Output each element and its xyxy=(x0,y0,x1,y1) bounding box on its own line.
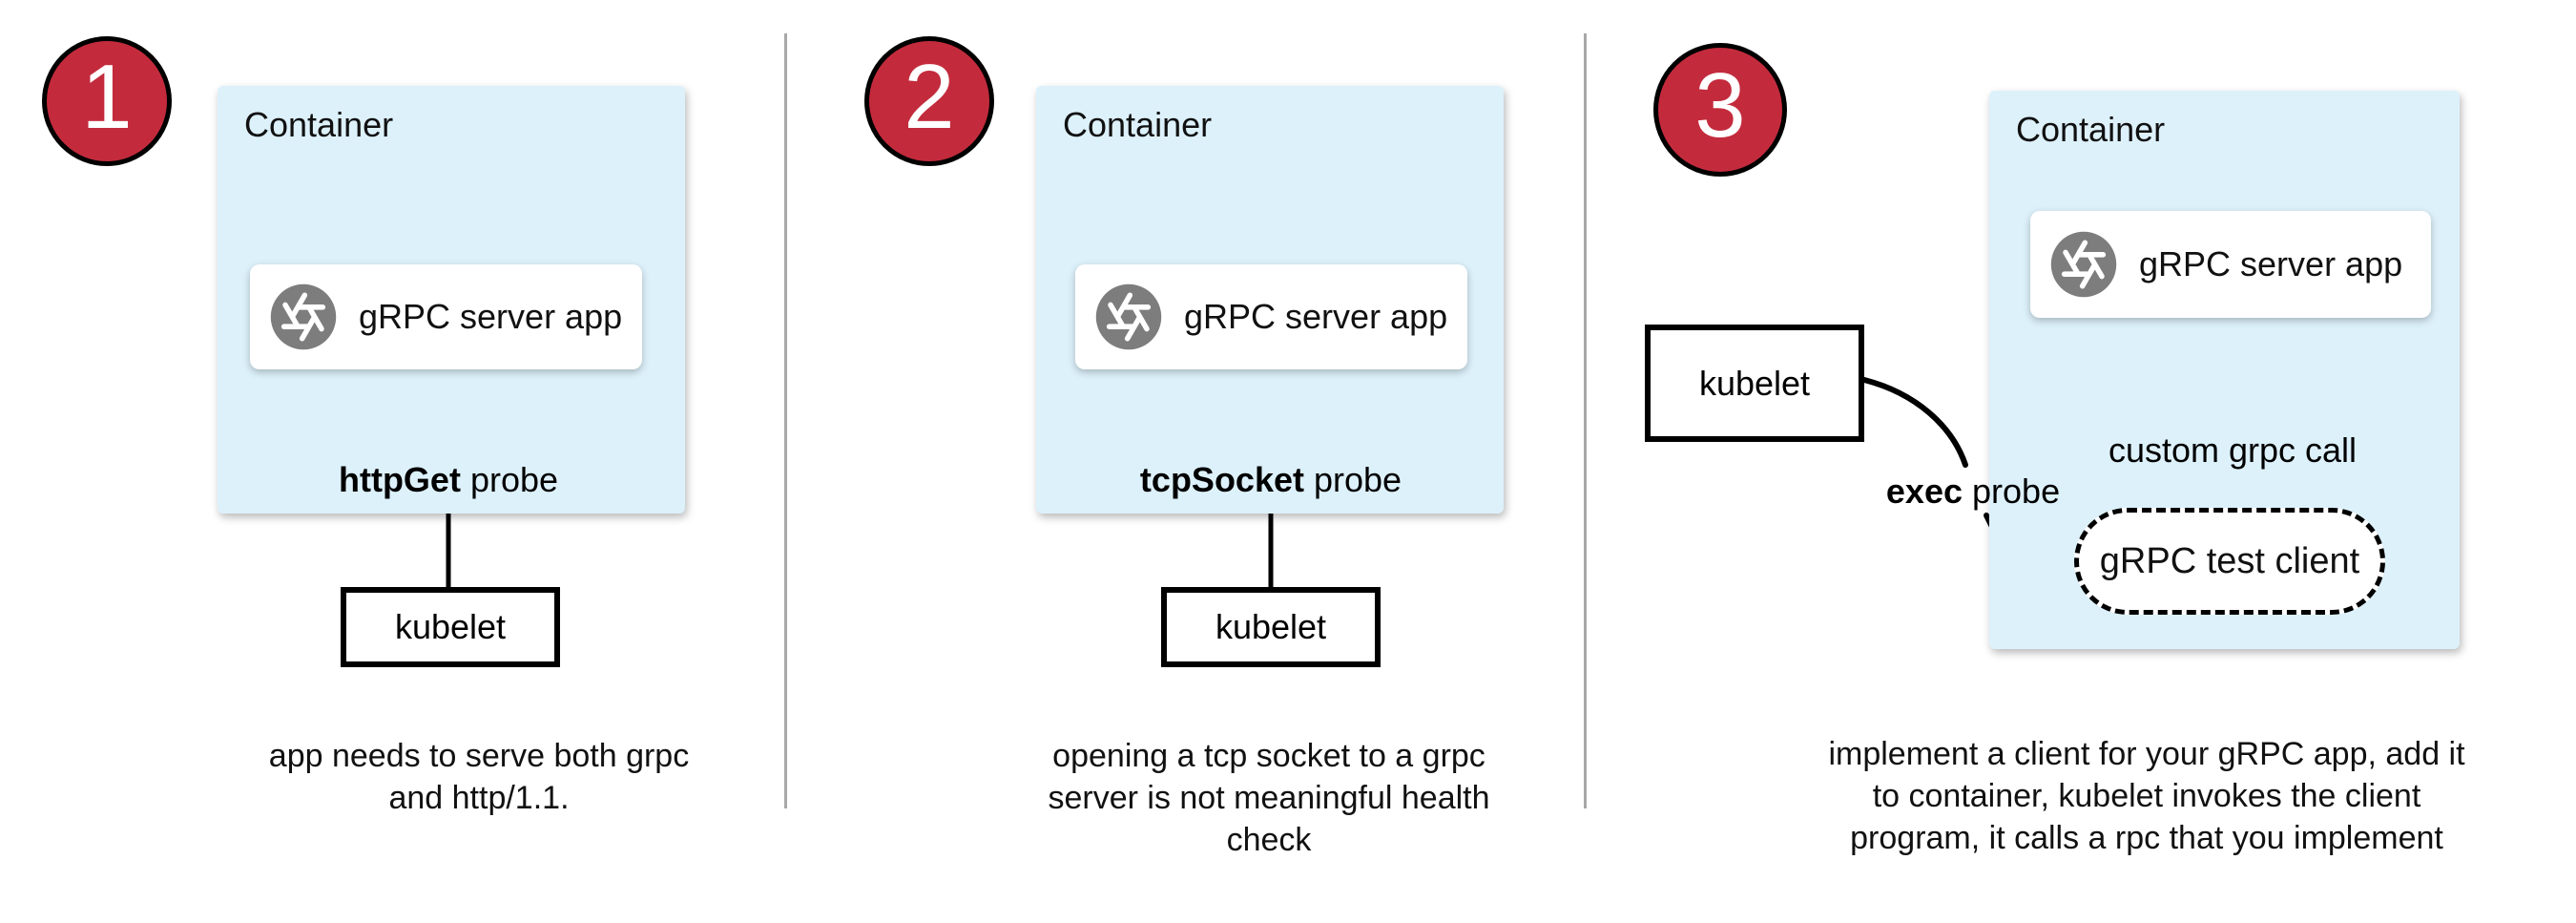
container-label-3: Container xyxy=(2016,110,2166,149)
grpc-server-label-2: gRPC server app xyxy=(1184,297,1448,336)
kubelet-box-1: kubelet xyxy=(341,587,560,667)
probe-label-bold: exec xyxy=(1885,472,1963,511)
caption-line: opening a tcp socket to a grpc xyxy=(1052,738,1485,774)
caption-line: implement a client for your gRPC app, ad… xyxy=(1828,736,2465,772)
aperture-icon xyxy=(1095,283,1162,350)
probe-label-rest: probe xyxy=(1963,472,2061,511)
aperture-icon xyxy=(2050,231,2117,298)
caption-2: opening a tcp socket to a grpc server is… xyxy=(1048,735,1489,861)
custom-call-label: custom grpc call xyxy=(2108,430,2358,470)
container-label-2: Container xyxy=(1063,105,1213,144)
caption-line: to container, kubelet invokes the client xyxy=(1872,778,2421,814)
caption-1: app needs to serve both grpc and http/1.… xyxy=(269,735,689,819)
kubelet-box-2: kubelet xyxy=(1161,587,1381,667)
grpc-server-label-1: gRPC server app xyxy=(359,297,623,336)
step-badge-3: 3 xyxy=(1653,43,1787,177)
panel-divider-1 xyxy=(784,33,787,808)
grpc-server-card-1: gRPC server app xyxy=(250,264,642,369)
kubelet-label-3: kubelet xyxy=(1698,363,1811,403)
test-client-label: gRPC test client xyxy=(2099,540,2360,581)
panel-divider-2 xyxy=(1584,33,1587,808)
grpc-server-card-3: gRPC server app xyxy=(2030,211,2431,318)
caption-line: check xyxy=(1226,822,1312,858)
step-number: 3 xyxy=(1694,54,1746,157)
probe-label-bold: tcpSocket xyxy=(1139,460,1304,499)
exec-probe-label: exec probe xyxy=(1886,472,2060,512)
probe-label-1: httpGet probe xyxy=(339,460,558,500)
step-badge-2: 2 xyxy=(864,36,994,166)
container-label-1: Container xyxy=(244,105,394,144)
probe-label-2: tcpSocket probe xyxy=(1140,460,1402,500)
caption-line: and http/1.1. xyxy=(388,780,570,816)
aperture-icon xyxy=(270,283,337,350)
grpc-server-card-2: gRPC server app xyxy=(1075,264,1467,369)
kubelet-label-1: kubelet xyxy=(394,607,507,646)
step-number: 2 xyxy=(904,46,955,148)
grpc-server-label-3: gRPC server app xyxy=(2139,244,2403,283)
probe-label-rest: probe xyxy=(1303,460,1402,499)
grpc-test-client-pill: gRPC test client xyxy=(2074,508,2385,615)
probe-label-rest: probe xyxy=(460,460,559,499)
caption-line: server is not meaningful health xyxy=(1048,780,1490,816)
step-number: 1 xyxy=(81,46,133,148)
kubelet-box-3: kubelet xyxy=(1645,325,1864,442)
kubelet-label-2: kubelet xyxy=(1215,607,1327,646)
caption-line: program, it calls a rpc that you impleme… xyxy=(1850,820,2443,856)
caption-line: app needs to serve both grpc xyxy=(268,738,690,774)
step-badge-1: 1 xyxy=(42,36,172,166)
caption-3: implement a client for your gRPC app, ad… xyxy=(1828,733,2464,859)
probe-label-bold: httpGet xyxy=(338,460,461,499)
